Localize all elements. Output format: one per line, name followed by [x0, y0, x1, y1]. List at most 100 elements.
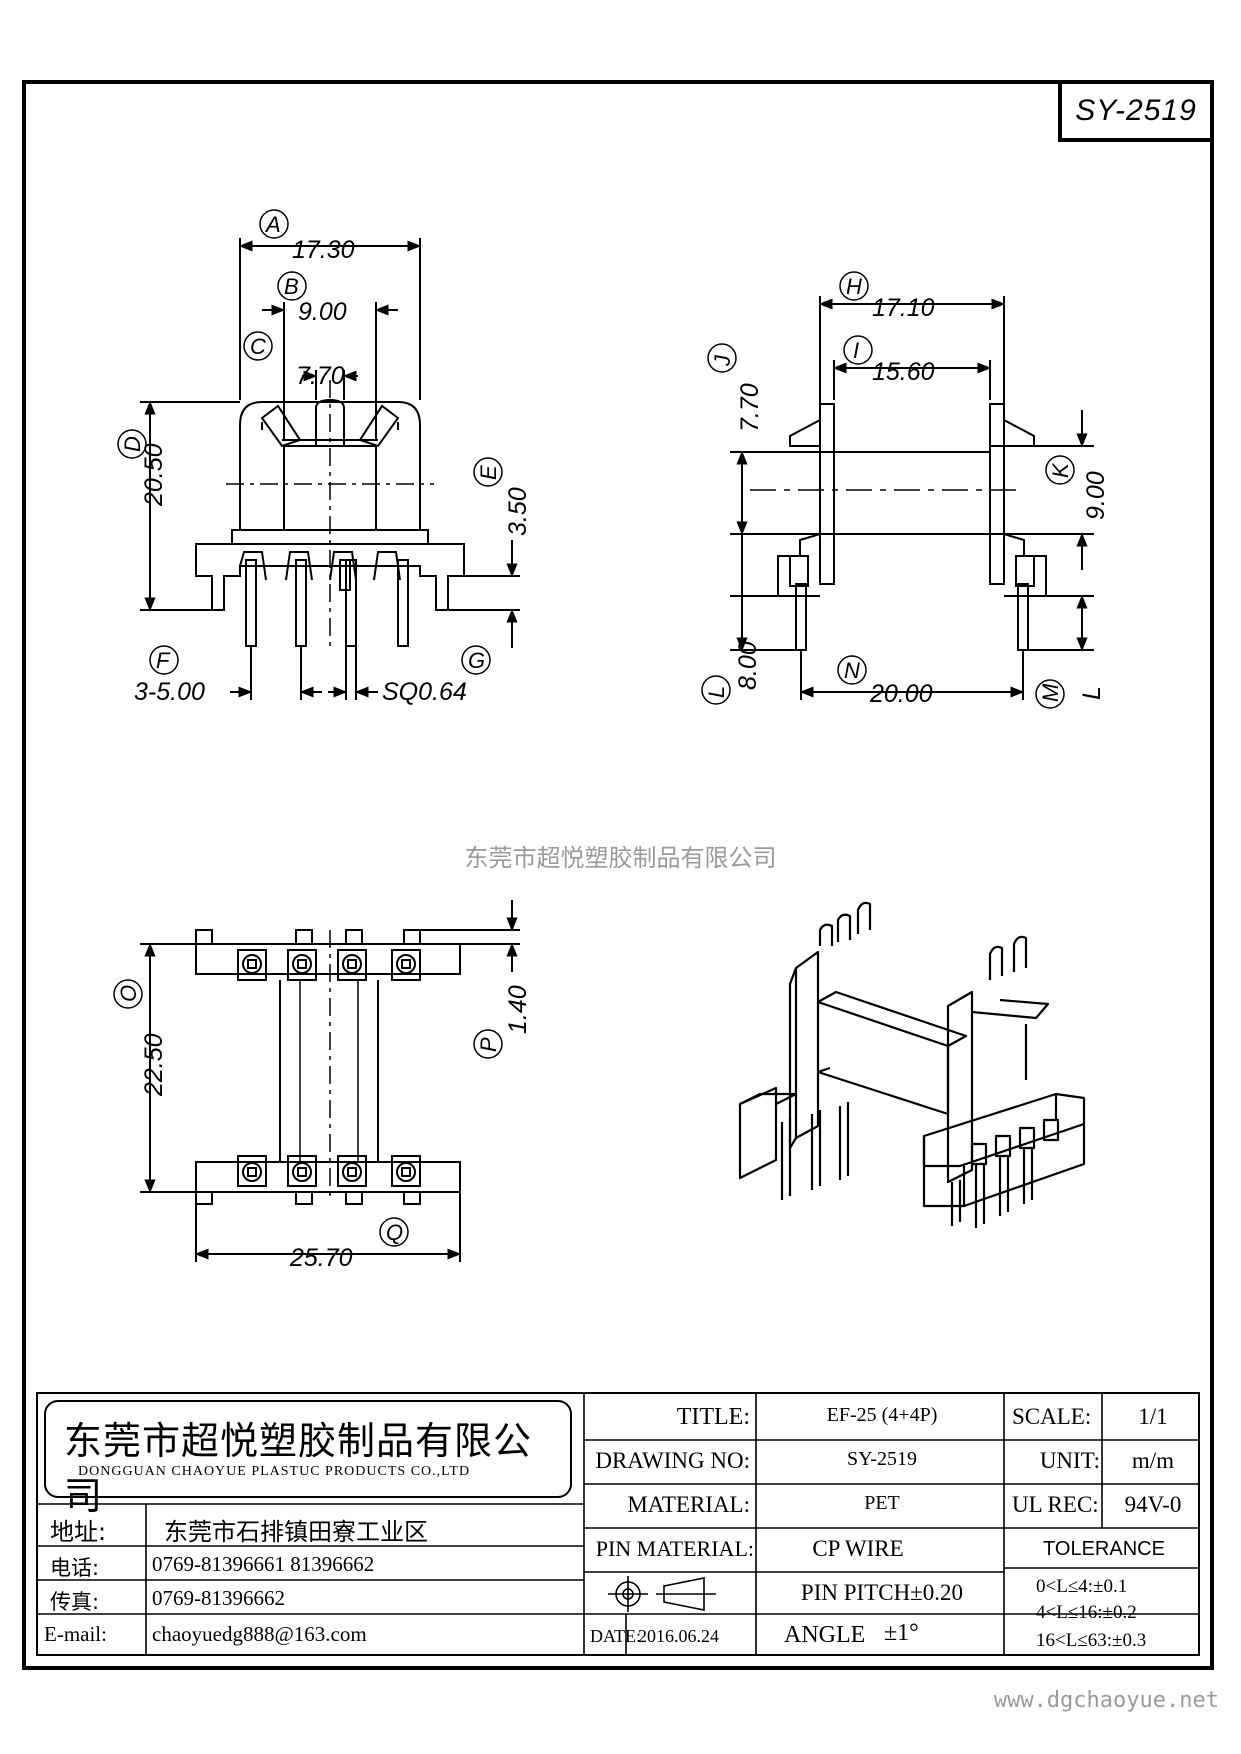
label-circle-c: [243, 331, 273, 361]
title-value: EF-25 (4+4P): [826, 1404, 938, 1426]
dim-k: 9.00: [1082, 471, 1110, 520]
label-circle-i: [843, 335, 873, 365]
label-circle-o: [113, 979, 143, 1009]
label-d: D: [120, 436, 145, 452]
tolerance-2: 16<L≤63:±0.3: [1036, 1630, 1147, 1651]
dim-n: 20.00: [869, 680, 933, 708]
dim-e: 3.50: [504, 487, 532, 536]
front-view-labels: A 17.30 B 9.00 C 7.70 D 20.50 E 3.50 F 3…: [117, 209, 532, 706]
label-c: C: [250, 334, 266, 359]
dim-j: 7.70: [736, 383, 764, 432]
bottom-view: [140, 900, 520, 1262]
label-l: L: [704, 686, 729, 698]
label-circle-g: [461, 645, 491, 675]
fax-value: 0769-81396662: [152, 1586, 285, 1610]
projection-symbol: [608, 1576, 716, 1612]
company-name-en: DONGGUAN CHAOYUE PLASTUC PRODUCTS CO.,LT…: [78, 1464, 471, 1479]
side-view-labels: H 17.10 I 15.60 J 7.70 K 9.00 L 8.00 N 2…: [701, 271, 1110, 709]
label-circle-p: [473, 1029, 503, 1059]
phone-label: 电话:: [50, 1556, 100, 1580]
drawing-code: SY-2519: [1075, 94, 1197, 127]
label-m: M: [1038, 683, 1063, 702]
angle-label: ANGLE: [784, 1622, 866, 1648]
side-view: [730, 296, 1094, 700]
pin-material-label: PIN MATERIAL:: [595, 1536, 754, 1561]
phone-value: 0769-81396661 81396662: [152, 1552, 375, 1576]
ul-value: 94V-0: [1124, 1492, 1182, 1517]
unit-label: UNIT:: [1039, 1448, 1100, 1473]
date-value: 2016.06.24: [638, 1626, 719, 1646]
drawing-no-label: DRAWING NO:: [595, 1448, 750, 1473]
label-circle-l: [701, 675, 731, 705]
website-text: www.dgchaoyue.net: [993, 1688, 1219, 1713]
label-circle-m: [1035, 679, 1065, 709]
label-circle-n: [837, 655, 867, 685]
dim-g: SQ0.64: [382, 678, 467, 706]
label-h: H: [846, 274, 862, 299]
label-g: G: [468, 648, 485, 673]
email-value: chaoyuedg888@163.com: [152, 1622, 367, 1646]
tolerance-1: 4<L≤16:±0.2: [1036, 1602, 1137, 1623]
label-circle-k: [1045, 455, 1075, 485]
dim-f: 3-5.00: [134, 678, 205, 706]
dim-h: 17.10: [872, 294, 935, 322]
label-b: B: [284, 274, 299, 299]
label-j: J: [710, 354, 735, 367]
label-n: N: [844, 658, 860, 683]
company-box: 东莞市超悦塑胶制品有限公司 DONGGUAN CHAOYUE PLASTUC P…: [44, 1400, 572, 1518]
bottom-view-labels: O 22.50 P 1.40 Q 25.70: [113, 979, 532, 1272]
front-view: [140, 238, 520, 700]
isometric-view: [738, 901, 1086, 1228]
ul-label: UL REC:: [1012, 1492, 1099, 1517]
dim-a: 17.30: [292, 236, 355, 264]
pin-material-value: CP WIRE: [812, 1536, 904, 1561]
title-block-grid: [36, 1392, 1200, 1656]
drawing-frame: [22, 80, 1214, 1670]
angle-value: ±1°: [884, 1620, 919, 1646]
dim-b: 9.00: [298, 298, 347, 326]
label-q: Q: [386, 1220, 403, 1245]
label-p: P: [476, 1037, 501, 1052]
label-circle-d: [117, 429, 147, 459]
dim-o: 22.50: [140, 1033, 168, 1097]
drawing-no-value: SY-2519: [846, 1448, 917, 1470]
company-name-cn: 东莞市超悦塑胶制品有限公司: [64, 1419, 533, 1518]
dim-p: 1.40: [504, 985, 532, 1034]
title-label: TITLE:: [676, 1404, 750, 1430]
tolerance-label: TOLERANCE: [1043, 1538, 1165, 1560]
dim-d: 20.50: [140, 443, 168, 507]
dim-q: 25.70: [289, 1244, 353, 1272]
fax-label: 传真:: [50, 1590, 100, 1614]
dim-c: 7.70: [296, 362, 345, 390]
label-circle-h: [839, 271, 869, 301]
scale-label: SCALE:: [1012, 1404, 1092, 1429]
title-block: 东莞市超悦塑胶制品有限公司 DONGGUAN CHAOYUE PLASTUC P…: [36, 1392, 1200, 1656]
scale-value: 1/1: [1138, 1404, 1168, 1429]
material-label: MATERIAL:: [627, 1492, 750, 1517]
date-label: DATE:: [590, 1626, 641, 1646]
email-label: E-mail:: [44, 1622, 107, 1646]
address-value: 东莞市石排镇田寮工业区: [164, 1518, 428, 1546]
unit-value: m/m: [1131, 1448, 1175, 1473]
tolerance-0: 0<L≤4:±0.1: [1036, 1576, 1128, 1597]
label-circle-b: [277, 271, 307, 301]
dim-l: 8.00: [734, 641, 762, 690]
label-k: K: [1048, 462, 1073, 478]
label-circle-f: [149, 645, 179, 675]
label-circle-q: [379, 1217, 409, 1247]
dim-i: 15.60: [872, 358, 935, 386]
label-e: E: [476, 465, 501, 480]
label-a: A: [264, 212, 281, 237]
label-circle-a: [259, 209, 289, 239]
material-value: PET: [864, 1492, 900, 1514]
pin-pitch-value: PIN PITCH±0.20: [800, 1580, 964, 1605]
watermark-text: 东莞市超悦塑胶制品有限公司: [464, 844, 777, 872]
label-circle-e: [473, 457, 503, 487]
address-label: 地址:: [50, 1518, 107, 1546]
label-f: F: [156, 648, 171, 673]
dim-m: L: [1078, 686, 1106, 700]
label-circle-j: [707, 343, 737, 373]
label-o: O: [116, 985, 141, 1002]
label-i: I: [853, 338, 859, 363]
